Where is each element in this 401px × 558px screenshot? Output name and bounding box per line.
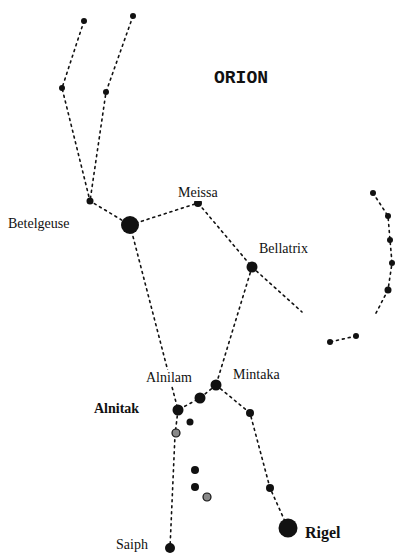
diagram-title: ORION (214, 68, 268, 88)
star (59, 85, 65, 91)
star (327, 339, 333, 345)
star (203, 493, 211, 501)
star (103, 89, 109, 95)
star (121, 216, 139, 234)
star-label: Bellatrix (257, 241, 310, 257)
star-label: Meissa (176, 185, 220, 201)
star-label: Betelgeuse (6, 216, 71, 232)
leg-line (216, 385, 288, 528)
star (165, 543, 175, 553)
star (266, 484, 274, 492)
star (389, 260, 395, 266)
star-label: Alnilam (144, 370, 194, 386)
star (87, 198, 94, 205)
star-label: Saiph (114, 537, 150, 553)
star (187, 419, 194, 426)
star-label: Rigel (303, 525, 343, 541)
star (172, 429, 180, 437)
star (173, 405, 184, 416)
star (385, 213, 391, 219)
shield-line (330, 336, 356, 342)
star (81, 18, 87, 24)
star (247, 262, 258, 273)
star (191, 466, 199, 474)
arm-line (252, 267, 302, 312)
club-line (90, 16, 133, 201)
star-label: Mintaka (231, 367, 282, 383)
nebula-stars (172, 429, 211, 501)
shield-line (373, 193, 392, 315)
shoulder-line (130, 203, 252, 267)
star (387, 237, 393, 243)
stars (59, 13, 395, 553)
star (130, 13, 136, 19)
constellation-lines (62, 16, 392, 548)
star (211, 380, 222, 391)
star (353, 333, 359, 339)
star (191, 483, 199, 491)
star-label: Alnitak (92, 401, 141, 417)
star (370, 190, 376, 196)
star (385, 287, 392, 294)
star (195, 393, 206, 404)
star (246, 409, 254, 417)
belt-line (178, 385, 216, 410)
star (279, 519, 298, 538)
